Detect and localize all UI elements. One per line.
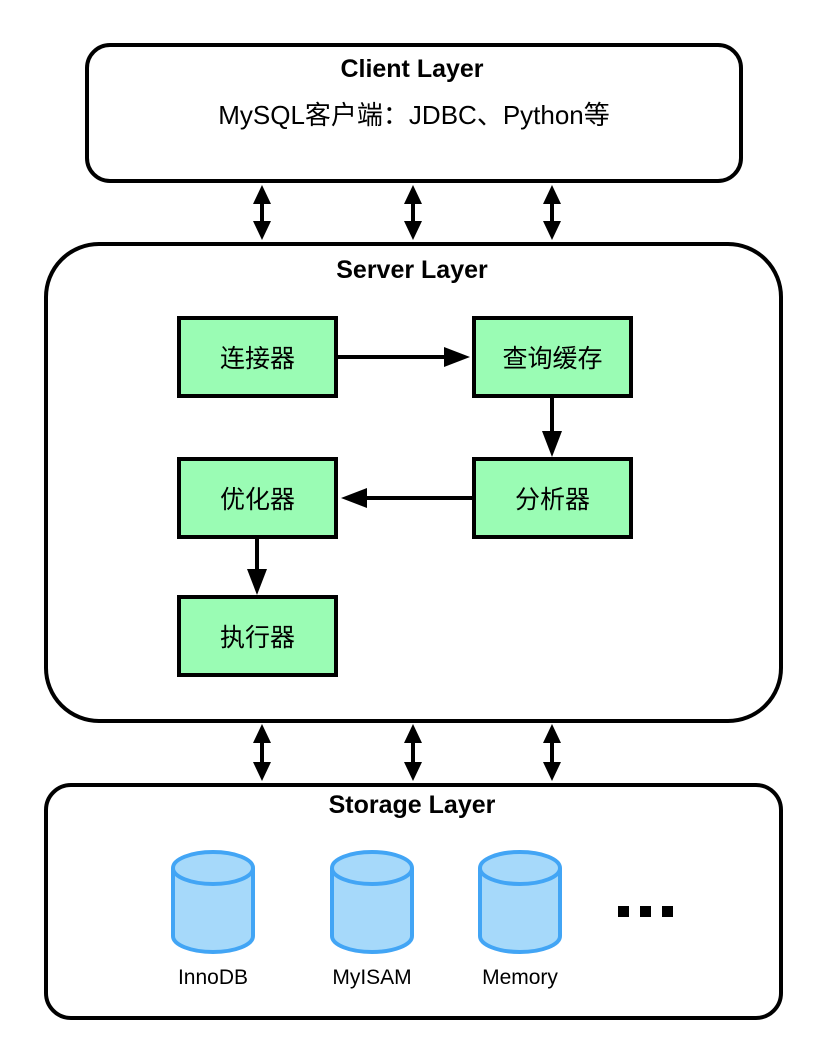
client-layer-box bbox=[85, 43, 743, 183]
server-storage-arrow-1 bbox=[253, 724, 271, 781]
optimizer-node: 优化器 bbox=[177, 457, 338, 539]
analyzer-node: 分析器 bbox=[472, 457, 633, 539]
client-layer-description: MySQL客户端：JDBC、Python等 bbox=[218, 100, 610, 130]
analyzer-to-optimizer-arrow bbox=[341, 488, 472, 508]
query-cache-node: 查询缓存 bbox=[472, 316, 633, 398]
ellipsis-dot bbox=[640, 906, 651, 917]
executor-node: 执行器 bbox=[177, 595, 338, 677]
optimizer-to-executor-arrow bbox=[247, 539, 267, 595]
ellipsis-dot bbox=[618, 906, 629, 917]
storage-layer-box bbox=[44, 783, 783, 1020]
querycache-to-analyzer-arrow bbox=[542, 398, 562, 457]
engine-label-myisam: MyISAM bbox=[332, 966, 412, 989]
client-server-arrow-1 bbox=[253, 185, 271, 240]
client-layer-title: Client Layer bbox=[340, 55, 484, 83]
client-server-arrow-2 bbox=[404, 185, 422, 240]
ellipsis-dot bbox=[662, 906, 673, 917]
storage-layer-title: Storage Layer bbox=[328, 791, 496, 819]
database-cylinder-icon bbox=[330, 850, 414, 954]
connector-node: 连接器 bbox=[177, 316, 338, 398]
database-cylinder-icon bbox=[171, 850, 255, 954]
server-layer-box bbox=[44, 242, 783, 723]
server-storage-arrow-3 bbox=[543, 724, 561, 781]
server-layer-title: Server Layer bbox=[336, 256, 488, 284]
engine-label-memory: Memory bbox=[482, 966, 558, 989]
server-storage-arrow-2 bbox=[404, 724, 422, 781]
engine-label-innodb: InnoDB bbox=[177, 966, 249, 989]
more-engines-ellipsis-icon bbox=[618, 906, 673, 917]
database-cylinder-icon bbox=[478, 850, 562, 954]
connector-to-querycache-arrow bbox=[338, 347, 470, 367]
client-server-arrow-3 bbox=[543, 185, 561, 240]
